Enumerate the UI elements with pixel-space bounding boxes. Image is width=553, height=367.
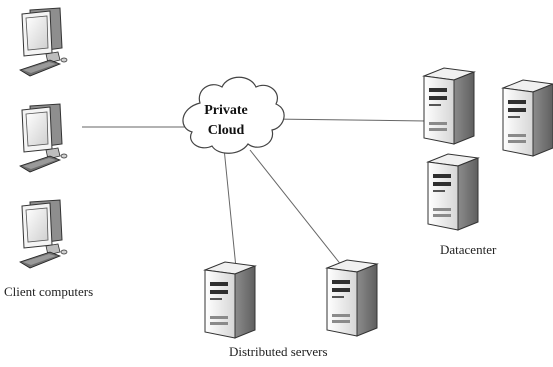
distributed-server-2 (326, 259, 378, 337)
distributed-server-1 (204, 261, 256, 339)
cloud-label-line-2: Cloud (207, 123, 245, 138)
link-cloud-server-right (249, 149, 343, 267)
private-cloud-label: Private Cloud (178, 101, 274, 141)
cloud-label-line-1: Private (204, 103, 248, 118)
distributed-servers-label: Distributed servers (229, 344, 328, 359)
client-computer-1 (19, 7, 68, 77)
link-cloud-server-left (223, 147, 237, 269)
datacenter-server-2 (502, 79, 553, 157)
connection-lines (82, 118, 427, 269)
client-computers-label: Client computers (4, 284, 94, 299)
client-computer-3 (19, 199, 68, 269)
datacenter-server-3 (427, 153, 479, 231)
link-cloud-datacenter (269, 118, 427, 122)
datacenter-server-1 (423, 67, 475, 145)
datacenter-label: Datacenter (440, 242, 497, 257)
cloud-icon (182, 76, 285, 154)
client-computer-2 (19, 103, 68, 173)
